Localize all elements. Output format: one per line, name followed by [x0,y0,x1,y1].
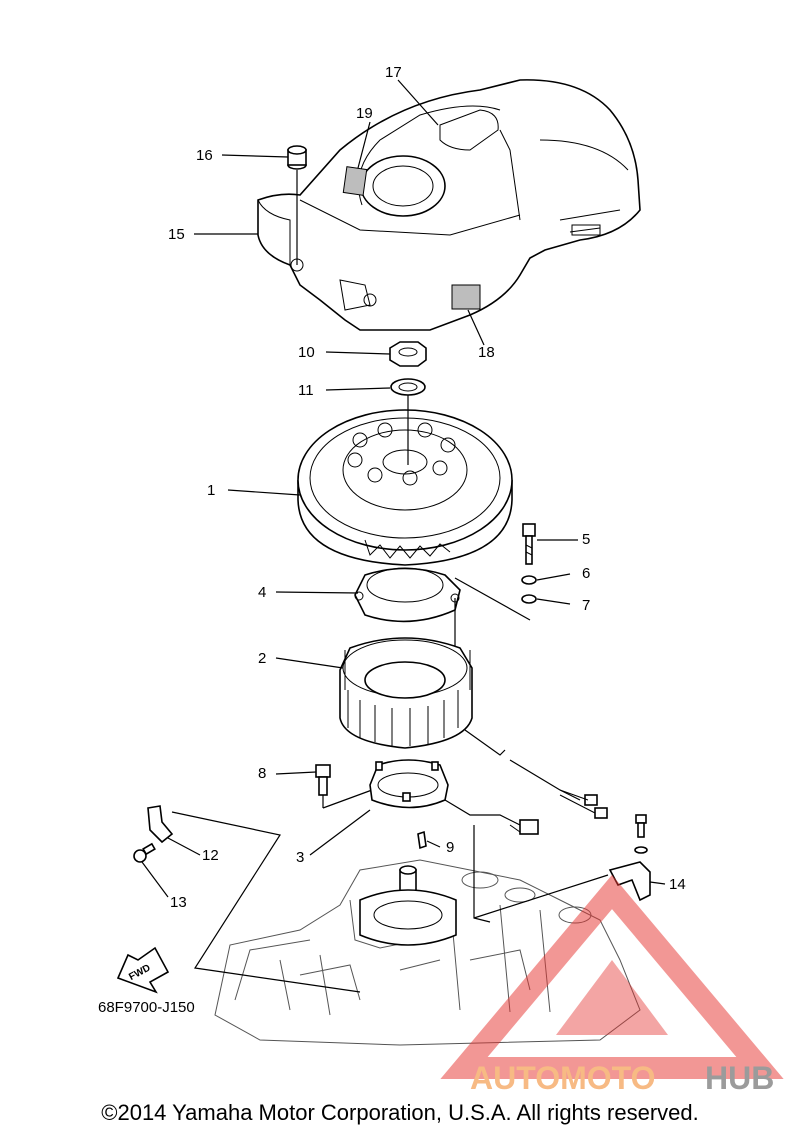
callout-17: 17 [385,64,402,81]
callout-4: 4 [258,584,266,601]
washer-part-6 [521,575,537,585]
engine-block-illustration [214,859,641,1046]
watermark-triangle-icon [440,874,784,1079]
grommet-part-16 [287,145,307,265]
callout-5: 5 [582,531,590,548]
screw-part-13 [133,842,156,863]
callout-3: 3 [296,849,304,866]
stator-part-2 [339,637,608,819]
callout-19: 19 [356,105,373,122]
flywheel-cover [257,79,641,331]
callout-2: 2 [258,650,266,667]
bolt-part-5 [522,523,536,565]
callout-10: 10 [298,344,315,361]
watermark-text-1: AUTOMOTO [470,1060,655,1096]
flywheel-part-1 [297,409,513,566]
callout-18: 18 [478,344,495,361]
bolt-part-8 [315,764,331,796]
copyright-notice: ©2014 Yamaha Motor Corporation, U.S.A. A… [101,1100,699,1125]
washer-part-7 [521,594,537,604]
callout-8: 8 [258,765,266,782]
plate-part-4 [354,567,461,623]
callout-1: 1 [207,482,215,499]
watermark-text-2: HUB [705,1060,774,1096]
clamp-part-12 [147,805,174,844]
callout-16: 16 [196,147,213,164]
callout-labels: 1 2 3 4 5 6 7 8 9 10 11 12 13 14 15 16 1… [168,64,686,911]
washer-part-11 [390,378,426,396]
key-part-9 [417,830,427,850]
callout-9: 9 [446,839,454,856]
fwd-arrow: FWD [116,946,170,994]
watermark-logo: AUTOMOTO HUB [440,874,784,1096]
callout-7: 7 [582,597,590,614]
callout-11: 11 [298,382,314,399]
callout-15: 15 [168,226,185,243]
callout-12: 12 [202,847,219,864]
callout-13: 13 [170,894,187,911]
leader-lines [141,79,666,898]
callout-6: 6 [582,565,590,582]
bracket-part-14 [608,814,651,902]
coil-holder-part-3 [369,759,539,835]
nut-part-10 [389,341,427,367]
diagram-code: 68F9700-J150 [98,999,195,1016]
callout-14: 14 [669,876,686,893]
